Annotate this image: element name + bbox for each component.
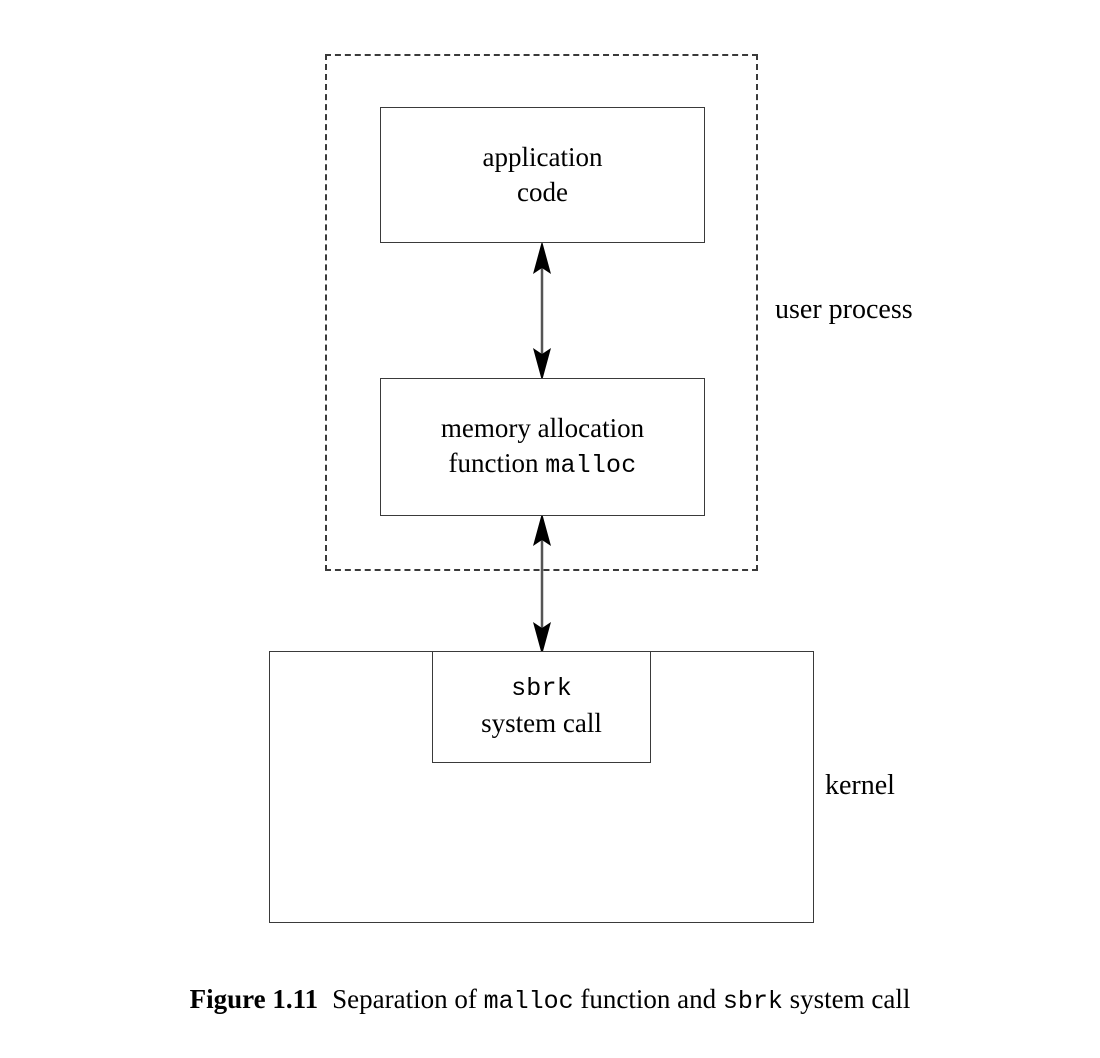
malloc-box-line-1: memory allocation bbox=[440, 413, 645, 444]
malloc-box-line-2-mono: malloc bbox=[545, 451, 637, 481]
kernel-label: kernel bbox=[825, 770, 895, 801]
figure-caption-mono-2: sbrk bbox=[722, 987, 783, 1016]
sbrk-box-line-1: sbrk bbox=[511, 674, 572, 704]
arrow-head-down bbox=[533, 622, 551, 655]
malloc-box-line-2: function malloc bbox=[449, 446, 637, 483]
arrow-head-down bbox=[533, 348, 551, 381]
user-process-label: user process bbox=[775, 294, 913, 325]
arrow-head-up bbox=[533, 513, 551, 546]
figure-caption-text-1: Separation of bbox=[332, 984, 477, 1014]
application-code-box: application code bbox=[380, 107, 705, 243]
figure-caption-text-3: system call bbox=[789, 984, 911, 1014]
arrow-head-up bbox=[533, 241, 551, 274]
figure-caption-mono-1: malloc bbox=[483, 987, 574, 1016]
malloc-function-box: memory allocation function malloc bbox=[380, 378, 705, 516]
application-code-line-1: application bbox=[482, 141, 603, 172]
arrow-application-code-to-malloc bbox=[533, 241, 551, 381]
sbrk-system-call-box: sbrk system call bbox=[432, 651, 651, 763]
figure-caption-text-2: function and bbox=[580, 984, 717, 1014]
figure-caption: Figure 1.11 Separation of malloc function… bbox=[0, 983, 1100, 1017]
figure-caption-label: Figure 1.11 bbox=[189, 984, 319, 1014]
arrow-malloc-to-sbrk bbox=[533, 513, 551, 655]
malloc-box-line-2-prefix: function bbox=[448, 448, 546, 479]
application-code-line-2: code bbox=[517, 177, 568, 207]
sbrk-box-line-2: system call bbox=[481, 707, 602, 738]
